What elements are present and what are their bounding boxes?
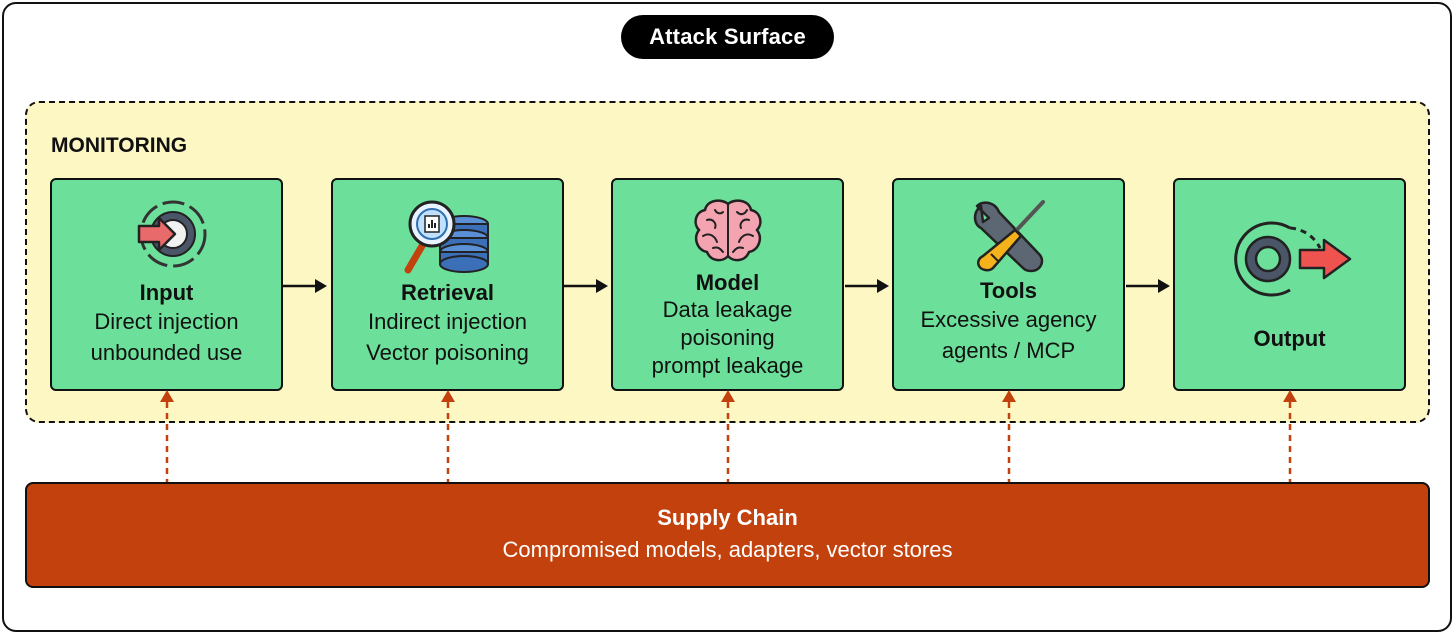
stage-retrieval: Retrieval Indirect injection Vector pois… bbox=[331, 178, 564, 391]
supply-link-arrow bbox=[721, 390, 735, 484]
supply-chain-bar: Supply Chain Compromised models, adapter… bbox=[25, 482, 1430, 588]
flow-arrow bbox=[1126, 279, 1170, 293]
stage-name: Input bbox=[139, 280, 194, 305]
input-gear-icon bbox=[125, 196, 209, 276]
flow-arrow bbox=[564, 279, 608, 293]
supply-link-arrow bbox=[441, 390, 455, 484]
stage-desc-line: poisoning bbox=[680, 325, 775, 350]
stage-desc-line: Direct injection bbox=[94, 309, 239, 334]
brain-icon bbox=[693, 196, 763, 266]
stage-desc-line: prompt leakage bbox=[651, 353, 804, 378]
output-gear-icon bbox=[1220, 216, 1360, 302]
stage-name: Retrieval bbox=[401, 280, 494, 305]
stage-input: Input Direct injection unbounded use bbox=[50, 178, 283, 391]
stage-desc-line: unbounded use bbox=[90, 340, 243, 365]
stage-desc-line: Vector poisoning bbox=[366, 340, 529, 365]
stage-name: Output bbox=[1253, 326, 1326, 351]
stage-model: Model Data leakage poisoning prompt leak… bbox=[611, 178, 844, 391]
stage-desc-line: Excessive agency bbox=[920, 307, 1097, 332]
stage-desc-line: agents / MCP bbox=[941, 338, 1076, 363]
stage-name: Model bbox=[695, 270, 760, 295]
supply-chain-subtitle: Compromised models, adapters, vector sto… bbox=[502, 537, 953, 562]
flow-arrow bbox=[283, 279, 327, 293]
stage-desc-line: Data leakage bbox=[662, 297, 793, 322]
search-database-icon bbox=[400, 198, 496, 276]
page-title: Attack Surface bbox=[621, 15, 834, 59]
supply-chain-title: Supply Chain bbox=[657, 505, 798, 530]
stage-desc-line: Indirect injection bbox=[368, 309, 527, 334]
monitoring-label: MONITORING bbox=[51, 134, 188, 157]
wrench-screwdriver-icon bbox=[969, 198, 1049, 274]
flow-arrow bbox=[845, 279, 889, 293]
supply-link-arrow bbox=[160, 390, 174, 484]
supply-link-arrow bbox=[1002, 390, 1016, 484]
stage-tools: Tools Excessive agency agents / MCP bbox=[892, 178, 1125, 391]
supply-link-arrow bbox=[1283, 390, 1297, 484]
stage-name: Tools bbox=[979, 278, 1038, 303]
stage-output: Output bbox=[1173, 178, 1406, 391]
